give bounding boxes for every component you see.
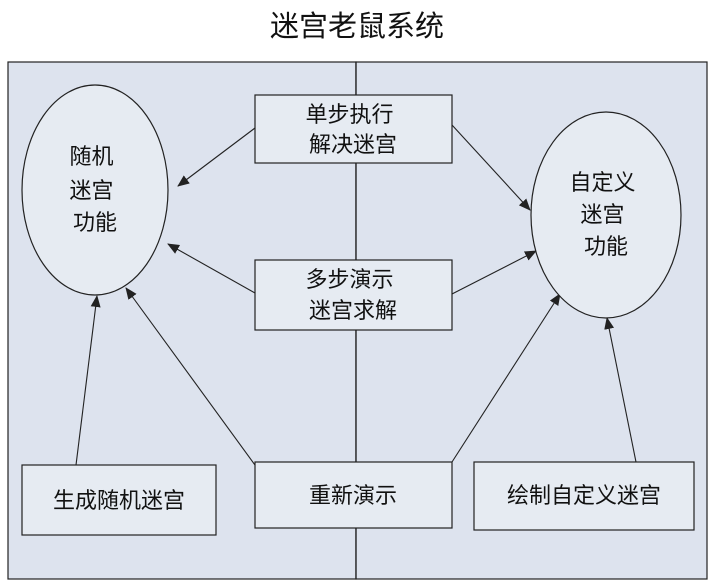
svg-text:多步演示 迷宫求解: 多步演示 迷宫求解 (305, 268, 400, 324)
single-step-line-2: 解决迷宫 (309, 133, 397, 158)
arrow-single-step-to-custom (451, 124, 531, 211)
single-step-solve-node: 单步执行 解决迷宫 (254, 94, 453, 164)
diagram-title: 迷宫老鼠系统 (270, 9, 444, 43)
arrow-replay-to-custom (451, 293, 561, 463)
arrow-multi-step-to-random (167, 243, 256, 294)
random-maze-function-node: 随机 迷宫 功能 (21, 84, 169, 296)
draw-custom-maze-label: 绘制自定义迷宫 (507, 484, 661, 509)
custom-maze-line-3: 功能 (584, 235, 628, 260)
arrow-single-step-to-random (177, 127, 256, 187)
svg-text:单步执行 解决迷宫: 单步执行 解决迷宫 (305, 103, 400, 158)
replay-label: 重新演示 (309, 484, 397, 509)
random-maze-line-3: 功能 (73, 211, 117, 236)
arrow-generate-to-random (75, 295, 101, 466)
svg-text:自定义 迷宫 功能: 自定义 迷宫 功能 (569, 171, 642, 260)
custom-maze-line-1: 自定义 (569, 171, 635, 196)
arrow-replay-to-random (125, 287, 256, 466)
multi-step-demo-node: 多步演示 迷宫求解 (254, 259, 453, 331)
arrow-draw-to-custom (604, 317, 637, 463)
svg-text:随机 迷宫 功能: 随机 迷宫 功能 (69, 145, 120, 236)
random-maze-line-2: 迷宫 (69, 179, 113, 204)
generate-random-maze-label: 生成随机迷宫 (53, 489, 185, 514)
custom-maze-line-2: 迷宫 (580, 203, 624, 228)
draw-custom-maze-node: 绘制自定义迷宫 (473, 461, 695, 531)
single-step-line-1: 单步执行 (305, 103, 393, 128)
custom-maze-function-node: 自定义 迷宫 功能 (530, 111, 682, 319)
generate-random-maze-node: 生成随机迷宫 (21, 464, 217, 536)
arrow-multi-step-to-custom (451, 250, 537, 295)
multi-step-line-2: 迷宫求解 (309, 299, 397, 324)
random-maze-line-1: 随机 (69, 145, 113, 170)
replay-node: 重新演示 (254, 461, 453, 529)
multi-step-line-1: 多步演示 (305, 268, 393, 293)
